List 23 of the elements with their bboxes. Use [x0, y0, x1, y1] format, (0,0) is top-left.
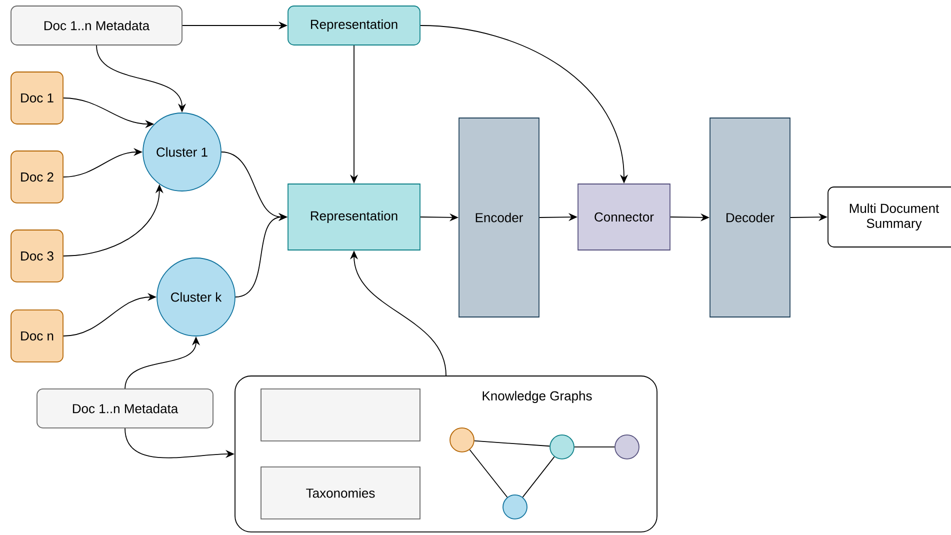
metadata-box: Doc 1..n Metadata [36, 388, 214, 428]
graph-node-circle [550, 434, 574, 460]
document-box: Doc 1 [10, 72, 64, 124]
source-box: Taxonomies [260, 466, 420, 520]
connector-box: Connector [578, 184, 670, 250]
representation-box: Representation [288, 184, 420, 250]
graph-link [474, 440, 550, 447]
metadata-box: Doc 1..n Metadata [10, 6, 182, 46]
document-box: Doc 3 [10, 230, 64, 282]
output-box: Multi Document Summary [828, 186, 951, 248]
graph-link [469, 449, 508, 498]
document-box: Doc 2 [10, 150, 64, 204]
source-box [260, 388, 420, 442]
graph-node-circle [450, 428, 474, 452]
graph-node-circle [502, 494, 528, 520]
decoder-block: Decoder [710, 118, 790, 318]
document-box: Doc n [10, 310, 64, 362]
graph-link [522, 456, 555, 498]
panel-heading: Knowledge Graphs [482, 390, 592, 404]
representation-box: Representation [288, 6, 420, 46]
graph-link [574, 446, 615, 448]
encoder-block: Encoder [458, 118, 540, 318]
graph-node-circle [614, 434, 640, 460]
